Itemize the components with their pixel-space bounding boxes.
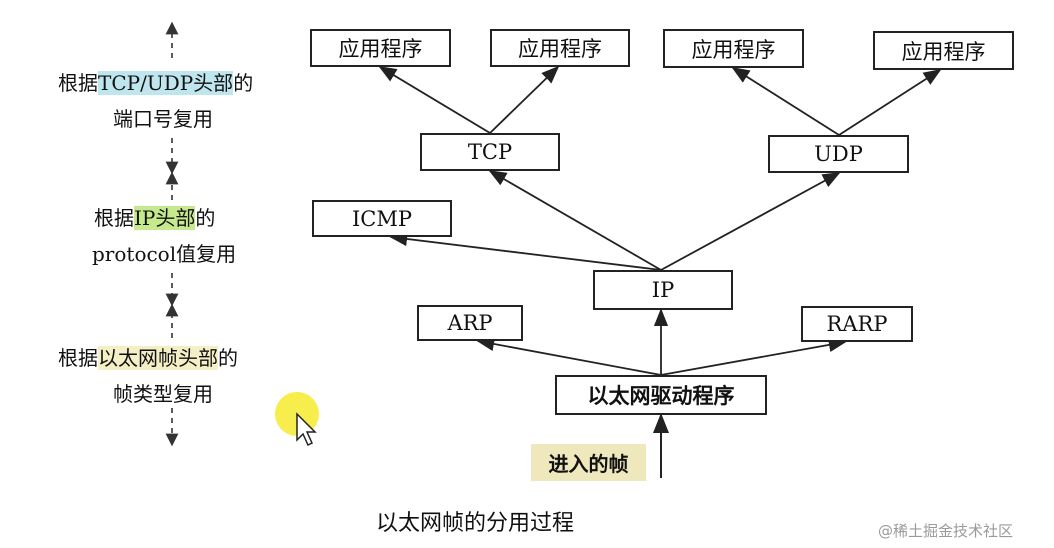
icmp-box: ICMP — [312, 200, 452, 237]
watermark: @稀土掘金技术社区 — [878, 522, 1014, 540]
side-label-protocol-line2: protocol值复用 — [92, 242, 237, 266]
side-label-port-line2: 端口号复用 — [113, 107, 213, 131]
app-box-2: 应用程序 — [490, 29, 630, 67]
incoming-frame-label: 进入的帧 — [531, 444, 646, 481]
arrow-driver-to-arp — [476, 336, 662, 376]
arrow-tcp-to-app1 — [378, 66, 491, 134]
side-label-protocol: 根据IP头部的 protocol值复用 — [92, 200, 237, 272]
side-label-protocol-prefix: 根据 — [94, 206, 134, 230]
side-label-protocol-suffix: 的 — [195, 206, 216, 230]
side-label-port-line1: 根据TCP/UDP头部的 — [58, 65, 253, 101]
arrow-udp-to-app4 — [838, 69, 942, 136]
arrow-udp-to-app3 — [731, 67, 840, 136]
app-box-3: 应用程序 — [663, 29, 804, 68]
arrow-ip-to-icmp — [389, 231, 662, 271]
arrow-driver-to-rarp — [660, 337, 847, 376]
side-label-protocol-highlight: IP头部 — [134, 206, 196, 230]
app-box-1: 应用程序 — [310, 29, 451, 67]
side-label-frame-line2: 帧类型复用 — [113, 382, 213, 406]
ip-box: IP — [593, 270, 733, 310]
cursor-pointer-icon — [296, 412, 317, 447]
arrow-ip-to-tcp — [488, 170, 662, 271]
rarp-box: RARP — [801, 306, 913, 342]
side-label-port-suffix: 的 — [233, 71, 254, 95]
side-label-frame: 根据以太网帧头部的 帧类型复用 — [58, 340, 238, 412]
side-label-port-highlight: TCP/UDP头部 — [98, 71, 234, 95]
diagram-caption: 以太网帧的分用过程 — [376, 511, 575, 536]
arrow-ip-to-udp — [660, 172, 841, 271]
side-label-frame-suffix: 的 — [218, 346, 238, 370]
side-label-port: 根据TCP/UDP头部的 端口号复用 — [58, 65, 253, 137]
arrow-tcp-to-app2 — [489, 65, 560, 134]
side-label-frame-highlight: 以太网帧头部 — [98, 346, 218, 370]
side-label-port-prefix: 根据 — [58, 71, 98, 95]
app-box-4: 应用程序 — [873, 31, 1014, 70]
side-label-protocol-line1: 根据IP头部的 — [94, 200, 236, 236]
tcp-box: TCP — [420, 133, 560, 171]
side-label-frame-prefix: 根据 — [58, 346, 98, 370]
udp-box: UDP — [768, 135, 909, 173]
ethernet-driver-box: 以太网驱动程序 — [555, 375, 767, 415]
side-label-frame-line1: 根据以太网帧头部的 — [58, 340, 238, 376]
arp-box: ARP — [417, 305, 523, 341]
